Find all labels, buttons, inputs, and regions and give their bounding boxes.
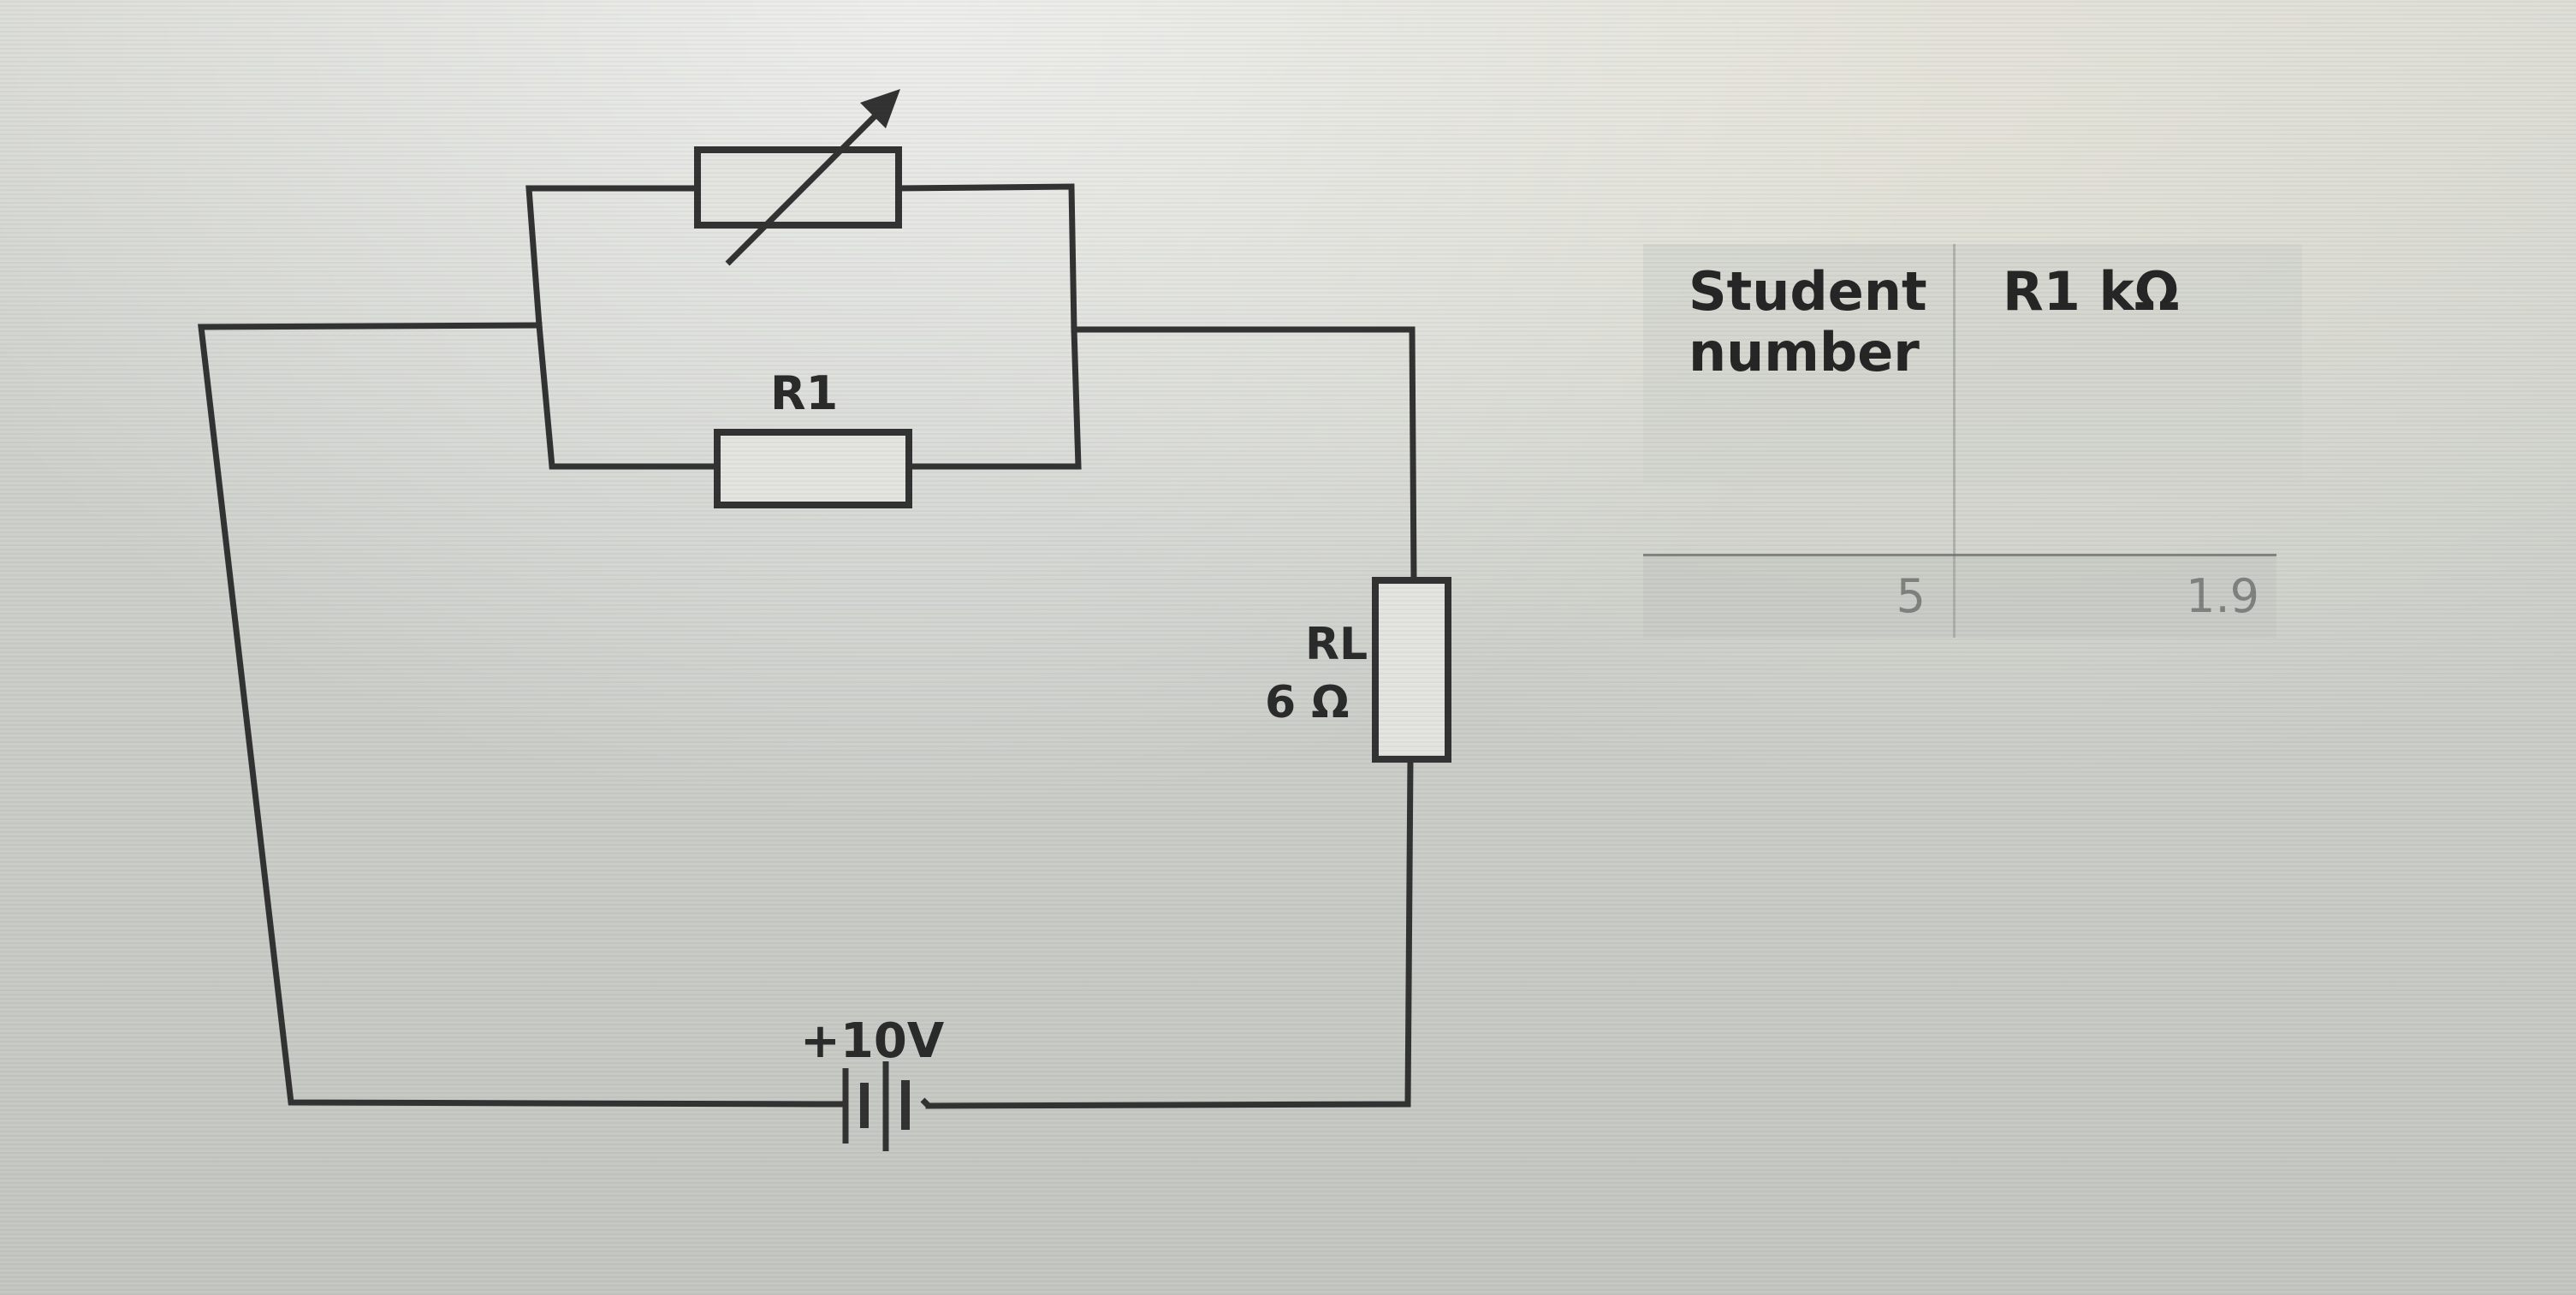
table-header-background <box>1643 244 2302 484</box>
wire-right <box>1071 326 1417 584</box>
wire-left <box>198 322 821 1108</box>
header-student-number-line1: Student <box>1689 260 1927 323</box>
cell-r1-value: 1.9 <box>2186 569 2259 623</box>
table-row-background <box>1643 556 2276 638</box>
table-header-rule <box>1643 554 2276 556</box>
wire-bottom-branch-right <box>905 326 1082 470</box>
header-student-number-line2: number <box>1689 321 1920 384</box>
battery-label: +10V <box>800 1013 945 1069</box>
battery-icon <box>817 1061 931 1151</box>
wire-top-branch <box>525 185 701 329</box>
data-table: Student number R1 kΩ 5 1.9 <box>1643 244 2302 646</box>
arrow-head-icon <box>860 89 900 128</box>
table-column-divider <box>1953 244 1956 638</box>
header-r1-line1: R1 kΩ <box>2003 260 2180 323</box>
wire-top-branch-right <box>895 183 1077 333</box>
load-label-value: 6 Ω <box>1265 677 1350 728</box>
resistor-r1 <box>714 429 912 508</box>
wire-bottom-branch <box>536 322 721 470</box>
header-student-number: Student number <box>1689 261 1945 383</box>
variable-resistor-arrow-line <box>725 98 893 266</box>
load-resistor <box>1372 577 1451 763</box>
r1-label: R1 <box>770 366 838 420</box>
variable-resistor <box>694 146 902 229</box>
cell-student-number: 5 <box>1896 569 1926 623</box>
header-r1: R1 kΩ <box>2003 260 2294 323</box>
load-label-name: RL <box>1305 619 1368 670</box>
wire-right-lower <box>925 756 1414 1109</box>
